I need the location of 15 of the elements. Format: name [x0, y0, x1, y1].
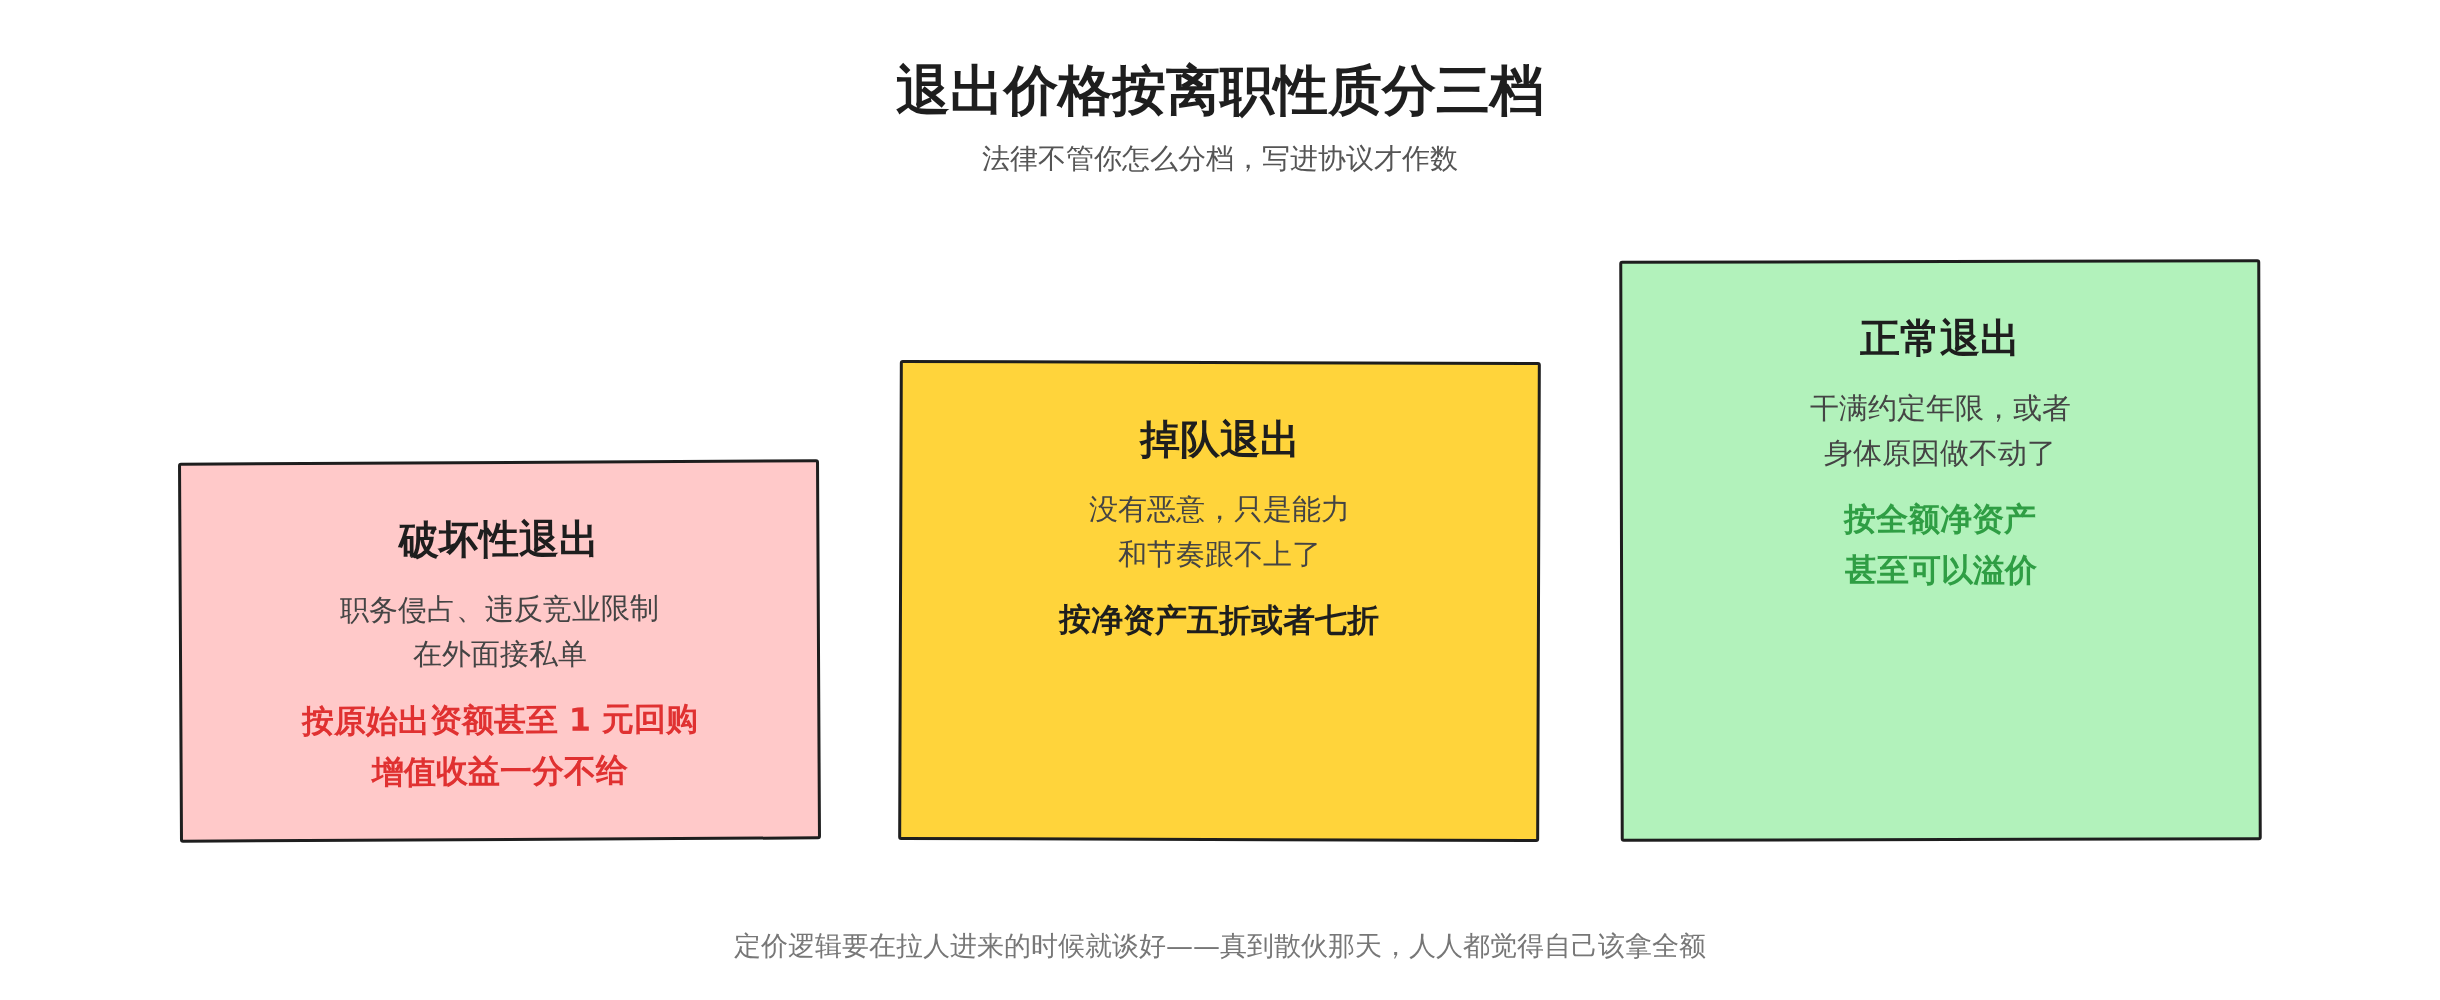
subtitle: 法律不管你怎么分档，写进协议才作数: [981, 141, 1459, 177]
card-heading: 正常退出: [1859, 313, 2020, 364]
card: [178, 459, 821, 843]
card-description: 没有恶意，只是能力和节奏跟不上了: [1088, 490, 1352, 574]
card: [1619, 259, 2262, 842]
title: 退出价格按离职性质分三档: [895, 58, 1545, 124]
price-rule: 按净资产五折或者七折: [1059, 599, 1380, 642]
price-rule: 按全额净资产甚至可以溢价: [1842, 498, 2038, 592]
price-rule: 按原始出资额甚至 1 元回购增值收益一分不给: [300, 698, 700, 793]
card-description: 干满约定年限，或者身体原因做不动了: [1808, 389, 2072, 473]
card-heading: 破坏性退出: [398, 514, 600, 565]
card-description: 职务侵占、违反竞业限制在外面接私单: [338, 590, 660, 674]
card: [898, 359, 1541, 843]
caption: 定价逻辑要在拉人进来的时候就谈好——真到散伙那天，人人都觉得自己该拿全额: [733, 929, 1707, 963]
card-heading: 掉队退出: [1139, 414, 1301, 465]
